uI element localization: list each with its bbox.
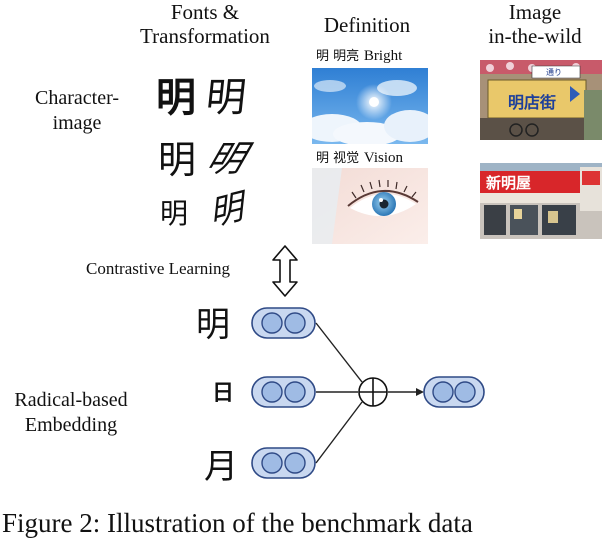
shop-sign-photo: 新明屋 [480,163,602,239]
radical-embedding-label: Radical-based Embedding [0,388,142,438]
header-fonts-transformation: Fonts & Transformation [120,0,290,48]
definition-bright-cjk: 明 明亮 [316,49,360,64]
eye-photo [312,168,428,244]
definition-vision-en: Vision [363,150,404,166]
char-ming-regular: 明 [158,138,197,182]
char-yue-radical: 月 [204,447,238,487]
output-arrowhead-icon [416,388,424,396]
definition-vision-caption: 明 视觉 Vision [316,148,436,168]
char-ri-radical: 日 [212,381,235,406]
char-ming-radical-source: 明 [196,305,230,345]
header-definition: Definition [323,13,411,37]
edge-yue-to-sum [315,401,363,464]
definition-vision-cjk: 明 视觉 [316,151,360,166]
char-ming-small: 明 [160,197,189,230]
char-ming-bold: 明 [156,75,196,121]
street-sign-photo: 通り 明店街 [480,60,602,140]
figure-caption: Figure 2: Illustration of the benchmark … [2,508,473,538]
header-image-label: Image [508,0,562,24]
sum-operator-icon [358,377,388,407]
definition-bright-en: Bright [363,48,403,64]
embedding-node-ri [251,376,316,408]
contrastive-learning-label: Contrastive Learning [86,259,230,278]
header-transformation-label: Transformation [140,24,270,48]
header-in-the-wild-label: in-the-wild [488,24,582,48]
edge-ming-to-sum [315,322,363,383]
header-image-in-the-wild: Image in-the-wild [470,0,600,48]
embedding-node-ming [251,307,316,339]
radical-label-line2: Embedding [24,414,118,436]
arrow-sign-text: 通り [546,67,562,77]
embedding-node-yue [251,447,316,479]
header-fonts-label: Fonts & [170,0,240,24]
radical-label-line1: Radical-based [14,389,128,411]
character-image-label: Character- image [14,86,140,136]
street-sign-text: 明店街 [508,93,556,112]
character-label-line2: image [52,112,102,134]
embedding-node-output [423,376,485,408]
character-label-line1: Character- [35,87,119,109]
shop-sign-text: 新明屋 [486,174,531,192]
embedding-network-diagram [251,307,485,479]
sky-photo [312,68,428,144]
definition-bright-caption: 明 明亮 Bright [316,46,436,66]
double-arrow-icon [272,245,298,297]
